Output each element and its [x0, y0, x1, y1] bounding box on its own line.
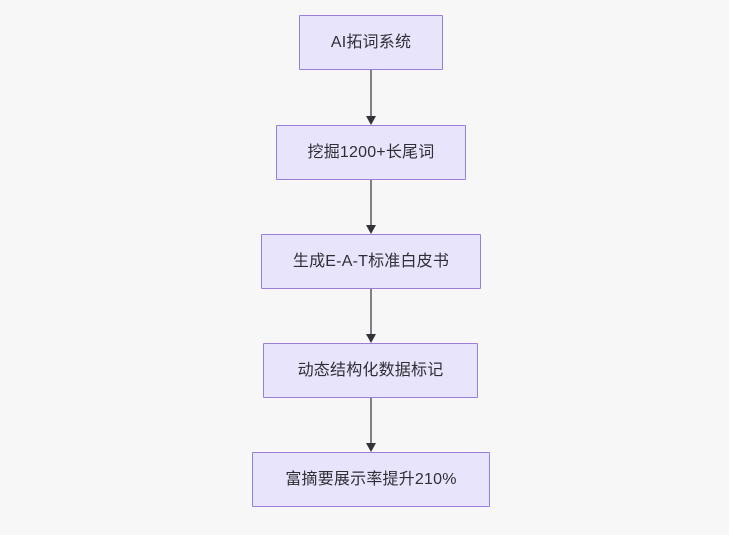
arrowhead-icon	[366, 334, 376, 343]
flow-edge-3	[366, 289, 376, 343]
flow-node-label: AI拓词系统	[330, 33, 412, 51]
edge-line	[370, 180, 372, 226]
flow-node-4[interactable]: 动态结构化数据标记	[263, 343, 478, 398]
flow-edge-2	[366, 180, 376, 234]
flow-node-label: 生成E-A-T标准白皮书	[292, 252, 450, 270]
flow-node-label: 动态结构化数据标记	[297, 361, 444, 379]
edge-line	[370, 398, 372, 444]
flow-node-label: 挖掘1200+长尾词	[307, 143, 435, 161]
flow-edge-4	[366, 398, 376, 452]
flow-node-3[interactable]: 生成E-A-T标准白皮书	[261, 234, 481, 289]
edge-line	[370, 289, 372, 335]
arrowhead-icon	[366, 116, 376, 125]
edge-line	[370, 70, 372, 117]
flow-node-5[interactable]: 富摘要展示率提升210%	[252, 452, 490, 507]
flow-node-1[interactable]: AI拓词系统	[299, 15, 443, 70]
flow-node-2[interactable]: 挖掘1200+长尾词	[276, 125, 466, 180]
arrowhead-icon	[366, 443, 376, 452]
flow-edge-1	[366, 70, 376, 125]
arrowhead-icon	[366, 225, 376, 234]
flow-node-label: 富摘要展示率提升210%	[285, 470, 457, 488]
